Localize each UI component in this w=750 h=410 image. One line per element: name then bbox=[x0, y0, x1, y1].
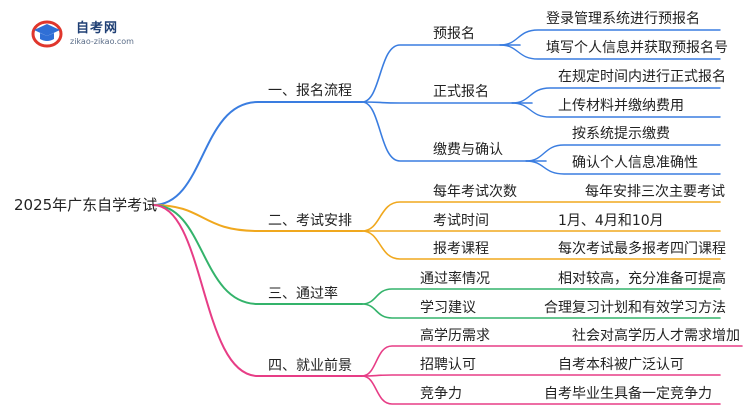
child-connector bbox=[361, 44, 521, 103]
topic-competitiveness: 竞争力 bbox=[420, 386, 462, 402]
leaf-formal-registration-1: 在规定时间内进行正式报名 bbox=[558, 69, 726, 85]
branch-connector bbox=[152, 204, 363, 232]
leaf-recruitment-recognition: 自考本科被广泛认可 bbox=[558, 357, 684, 373]
child-connector bbox=[361, 345, 743, 377]
topic-exam-time: 考试时间 bbox=[433, 213, 489, 229]
branch-exam-schedule: 二、考试安排 bbox=[268, 213, 352, 229]
leaf-payment-confirmation-2: 确认个人信息准确性 bbox=[572, 155, 698, 171]
leaf-study-advice: 合理复习计划和有效学习方法 bbox=[544, 300, 726, 316]
topic-courses: 报考课程 bbox=[433, 241, 489, 257]
child-connector bbox=[361, 201, 721, 232]
topic-formal-registration: 正式报名 bbox=[433, 84, 489, 100]
child-connector bbox=[361, 375, 721, 405]
child-connector bbox=[361, 101, 533, 104]
leaf-payment-confirmation-1: 按系统提示缴费 bbox=[572, 126, 670, 142]
child-connector bbox=[361, 374, 721, 377]
branch-employment-prospects: 四、就业前景 bbox=[268, 358, 352, 374]
topic-pass-rate-status: 通过率情况 bbox=[420, 271, 490, 287]
child-connector bbox=[361, 288, 721, 305]
leaf-higher-degree-demand: 社会对高学历人才需求增加 bbox=[572, 328, 740, 344]
leaf-connector bbox=[525, 160, 721, 175]
branch-connector bbox=[152, 204, 363, 377]
leaf-exam-time: 1月、4月和10月 bbox=[558, 213, 664, 229]
leaf-connector bbox=[511, 102, 721, 118]
child-connector bbox=[361, 303, 721, 319]
leaf-formal-registration-2: 上传材料并缴纳费用 bbox=[558, 98, 684, 114]
child-connector bbox=[361, 101, 547, 162]
topic-exams-per-year: 每年考试次数 bbox=[433, 184, 517, 200]
branch-connector bbox=[152, 204, 363, 305]
branch-connector bbox=[152, 101, 363, 206]
leaf-courses: 每次考试最多报考四门课程 bbox=[558, 241, 726, 257]
root-topic: 2025年广东自学考试 bbox=[14, 196, 158, 214]
leaf-connector bbox=[499, 44, 721, 60]
logo-name: 自考网 bbox=[76, 21, 119, 36]
leaf-pre-registration-1: 登录管理系统进行预报名 bbox=[546, 11, 700, 27]
child-connector bbox=[361, 230, 721, 260]
branch-pass-rate: 三、通过率 bbox=[268, 286, 338, 302]
leaf-pre-registration-2: 填写个人信息并获取预报名号 bbox=[546, 40, 728, 56]
leaf-exams-per-year: 每年安排三次主要考试 bbox=[585, 184, 725, 200]
topic-recruitment-recognition: 招聘认可 bbox=[420, 357, 476, 373]
branch-registration-process: 一、报名流程 bbox=[268, 83, 352, 99]
topic-pre-registration: 预报名 bbox=[433, 26, 475, 42]
topic-higher-degree-demand: 高学历需求 bbox=[420, 328, 490, 344]
leaf-competitiveness: 自考毕业生具备一定竞争力 bbox=[544, 386, 712, 402]
topic-study-advice: 学习建议 bbox=[420, 300, 476, 316]
topic-payment-confirmation: 缴费与确认 bbox=[433, 142, 503, 158]
site-logo[interactable]: 自考网 zikao-zikao.com bbox=[30, 14, 150, 54]
leaf-connector bbox=[525, 144, 721, 162]
leaf-connector bbox=[511, 87, 721, 104]
logo-domain: zikao-zikao.com bbox=[70, 37, 134, 46]
leaf-connector bbox=[499, 29, 721, 46]
graduation-cap-icon bbox=[31, 20, 63, 48]
leaf-pass-rate-status: 相对较高，充分准备可提高 bbox=[558, 271, 726, 287]
